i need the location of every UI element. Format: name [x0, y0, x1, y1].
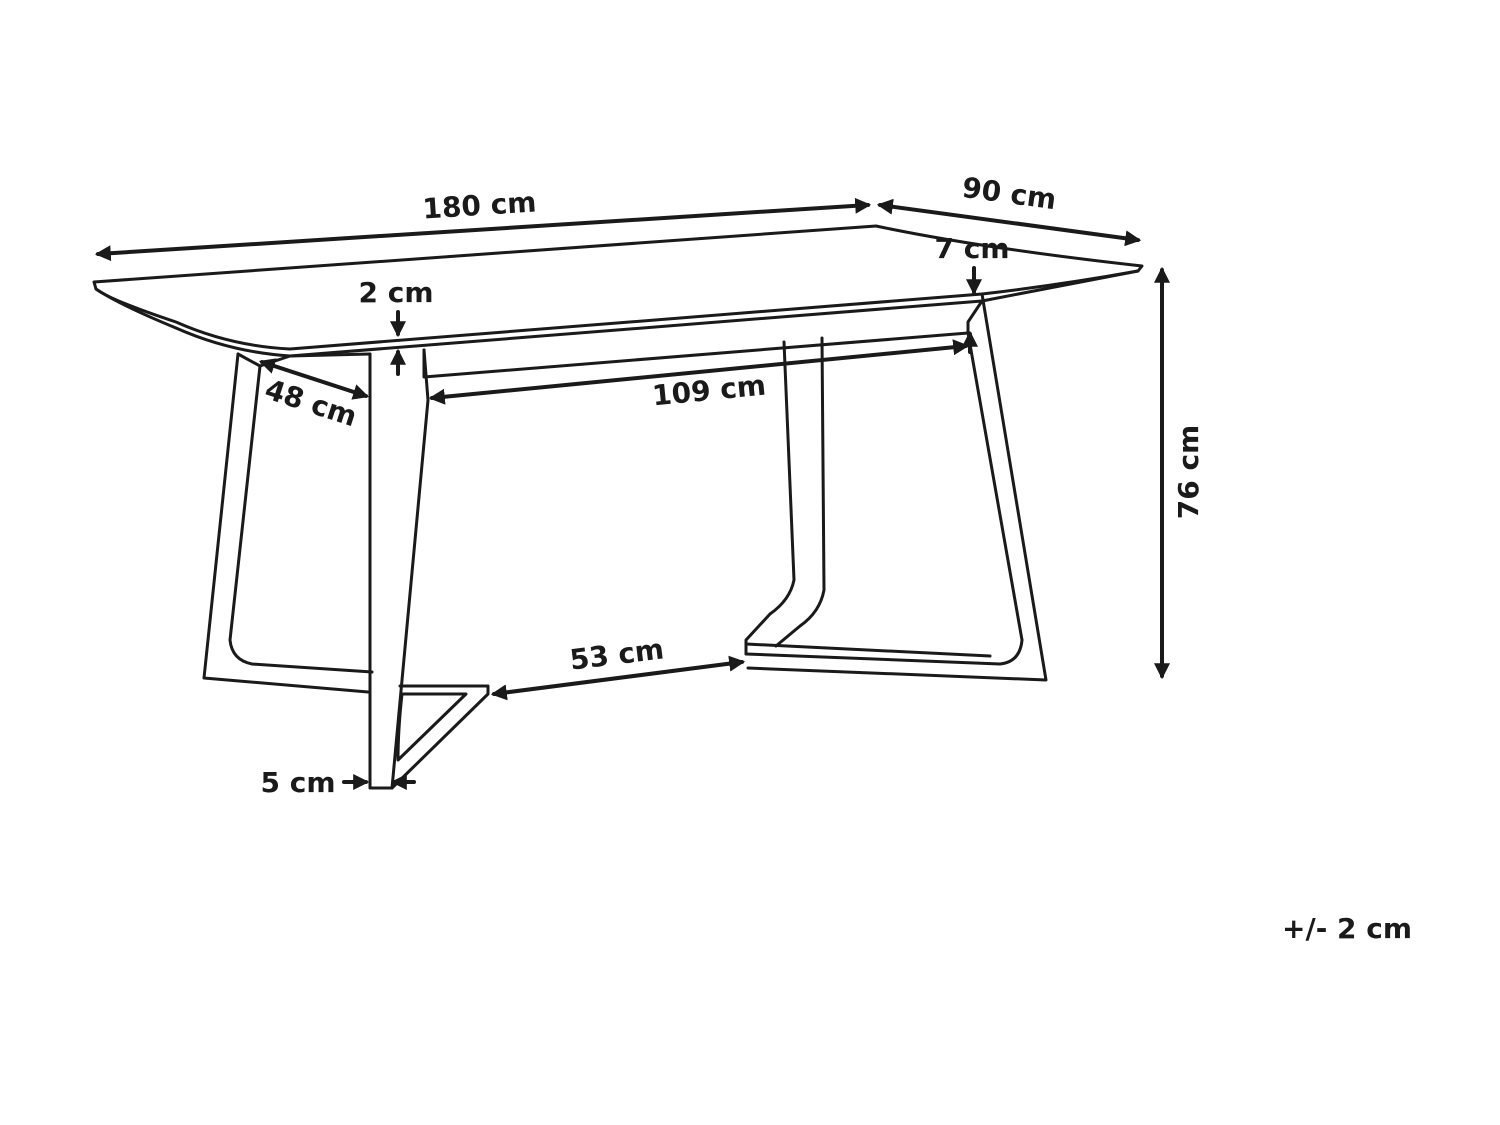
tabletop-edge: [94, 269, 1140, 358]
leg-depth-dimension-line: [258, 358, 370, 400]
width-dimension-line: [876, 198, 1142, 247]
tabletop-surface: [92, 224, 1144, 351]
left-leg-frame: [202, 352, 374, 694]
tolerance-note: +/- 2 cm: [1282, 912, 1413, 945]
front-foot: [390, 684, 490, 790]
apron: [288, 299, 984, 379]
right-leg: [746, 292, 1048, 682]
length-label: 180 cm: [421, 185, 537, 225]
width-label: 90 cm: [960, 171, 1058, 216]
rear-foot: [744, 638, 1024, 666]
height-label: 76 cm: [1172, 425, 1205, 520]
dimension-lines: [94, 197, 1170, 790]
leg-span-dimension-line: [428, 339, 970, 405]
length-dimension-line: [94, 197, 872, 262]
rear-leg: [744, 336, 826, 656]
table-drawing: [92, 224, 1144, 790]
leg-depth-label: 48 cm: [261, 373, 361, 434]
base-gap-label: 53 cm: [568, 632, 666, 676]
inset-label: 7 cm: [934, 232, 1009, 265]
base-gap-dimension-line: [490, 655, 746, 701]
thickness-label: 2 cm: [358, 276, 433, 309]
leg-width-label: 5 cm: [260, 766, 335, 799]
